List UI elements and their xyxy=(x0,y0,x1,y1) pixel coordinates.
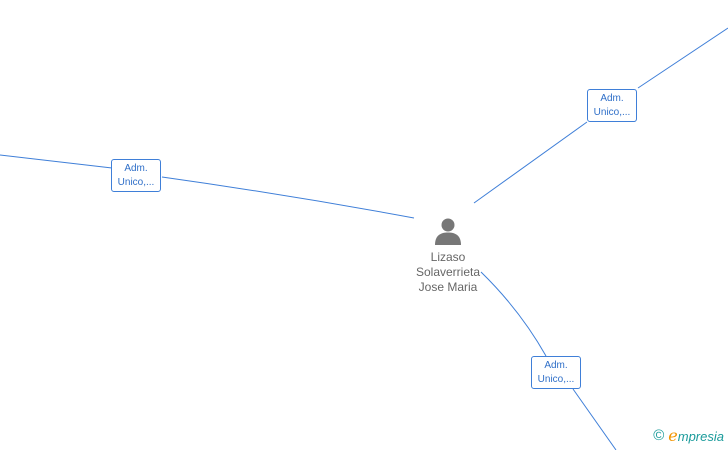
brand-initial: e xyxy=(668,426,678,445)
role-box-bottom-right[interactable]: Adm. Unico,... xyxy=(531,356,581,389)
person-name-line-3: Jose Maria xyxy=(418,280,478,294)
person-name-line-2: Solaverrieta xyxy=(415,265,481,279)
role-box-top-right[interactable]: Adm. Unico,... xyxy=(587,89,637,122)
role-bottom-right-line-2: Unico,... xyxy=(537,374,575,385)
brand-logo: empresia xyxy=(668,426,724,445)
role-top-right-line-1: Adm. xyxy=(600,93,624,104)
brand-name: mpresia xyxy=(677,429,724,444)
copyright-icon: © xyxy=(653,427,665,444)
edge-bottom-right xyxy=(480,271,617,450)
role-bottom-right-line-1: Adm. xyxy=(544,360,568,371)
role-top-right-line-2: Unico,... xyxy=(593,107,631,118)
edge-left xyxy=(0,154,415,219)
role-left-line-2: Unico,... xyxy=(117,177,155,188)
role-box-left[interactable]: Adm. Unico,... xyxy=(111,159,161,192)
edge-top-right xyxy=(473,27,728,204)
empresia-watermark: © empresia xyxy=(653,426,724,445)
person-name-line-1: Lizaso xyxy=(430,250,466,264)
person-node[interactable]: Lizaso Solaverrieta Jose Maria xyxy=(388,216,508,295)
role-left-line-1: Adm. xyxy=(124,163,148,174)
person-icon xyxy=(435,218,461,245)
